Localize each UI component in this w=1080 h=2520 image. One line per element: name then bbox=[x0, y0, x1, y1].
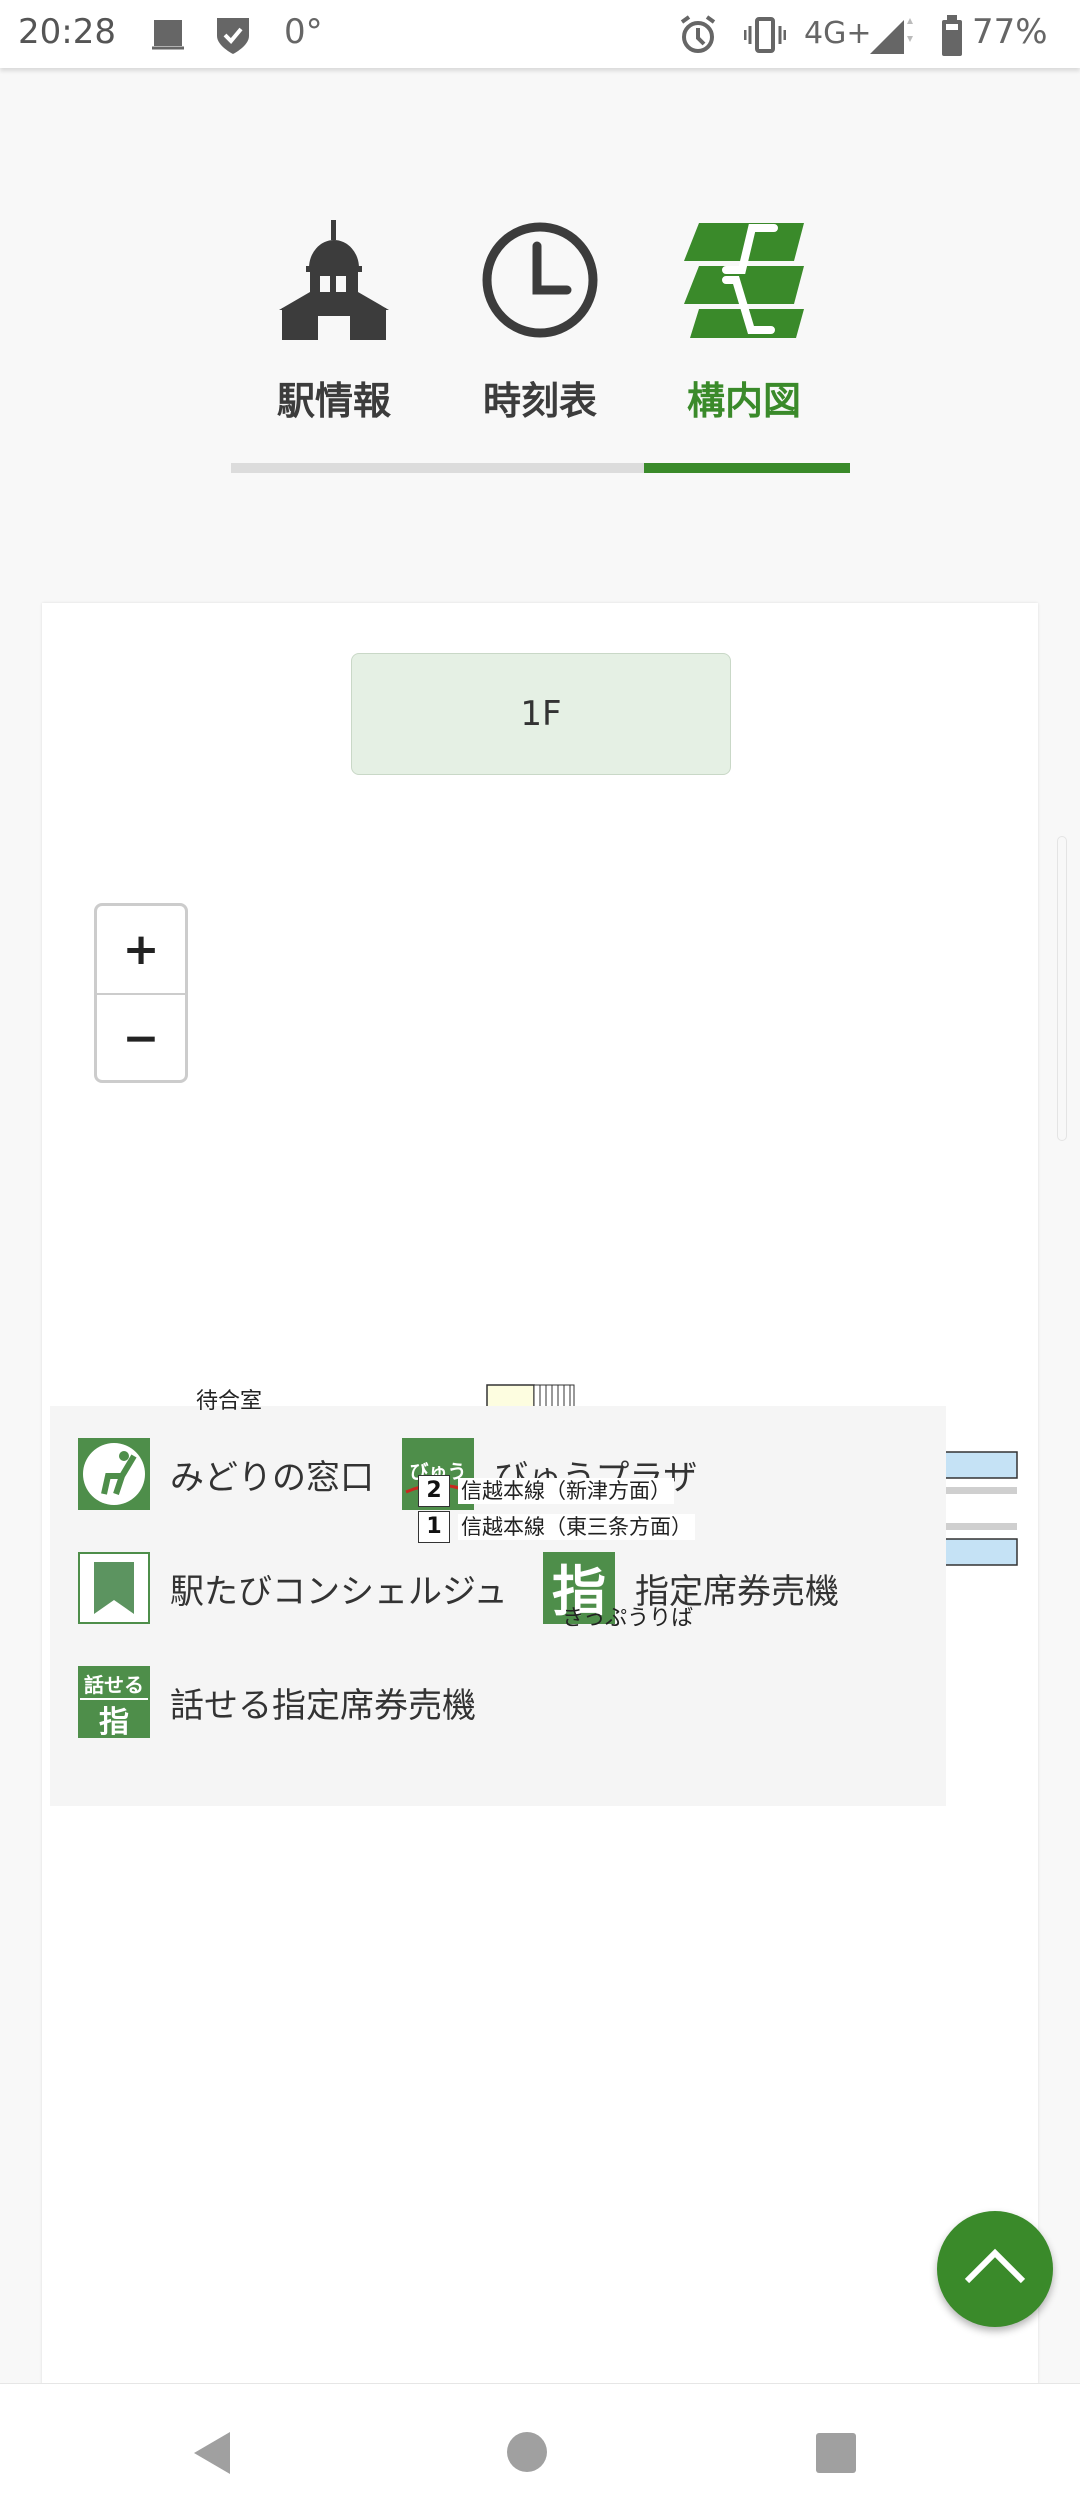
map-legend: みどりの窓口 びゅう びゅうプラザ 駅たびコンシェルジュ 指 指定席券売機 話せ… bbox=[50, 1406, 946, 1806]
waiting-room-label: 待合室 bbox=[196, 1389, 263, 1414]
ticket-office-label: きっぷうりば bbox=[562, 1606, 694, 1631]
track-2-label: 信越本線（新津方面） bbox=[458, 1478, 674, 1504]
zoom-out-button[interactable]: − bbox=[97, 993, 185, 1080]
floor-map-icon bbox=[684, 223, 804, 338]
alarm-icon bbox=[680, 15, 716, 53]
floor-selector-button[interactable]: 1F bbox=[351, 653, 731, 775]
tab-label: 構内図 bbox=[686, 379, 801, 423]
track-1-label: 信越本線（東三条方面） bbox=[458, 1514, 695, 1540]
android-nav-bar bbox=[0, 2383, 1080, 2520]
scroll-to-top-button[interactable] bbox=[937, 2211, 1053, 2327]
status-time: 20:28 bbox=[18, 12, 116, 52]
svg-text:指: 指 bbox=[99, 1705, 129, 1738]
tab-floor-map[interactable]: 構内図 bbox=[644, 220, 844, 425]
legend-item: 駅たびコンシェルジュ bbox=[78, 1552, 508, 1624]
shield-check-icon bbox=[217, 18, 249, 54]
scrollbar[interactable] bbox=[1057, 836, 1067, 1141]
reserved-ticket-machine-icon: 指 bbox=[543, 1552, 615, 1624]
tab-timetable[interactable]: 時刻表 bbox=[440, 220, 640, 425]
legend-item: 話せる指 話せる指定席券売機 bbox=[78, 1666, 476, 1738]
tab-label: 駅情報 bbox=[276, 379, 391, 423]
vibrate-icon bbox=[744, 17, 786, 53]
svg-text:話せる: 話せる bbox=[84, 1673, 144, 1697]
track-1-number: 1 bbox=[418, 1511, 450, 1543]
back-button[interactable] bbox=[190, 2430, 234, 2476]
legend-label: 指定席券売機 bbox=[635, 1571, 839, 1612]
midori-window-icon bbox=[78, 1438, 150, 1510]
recents-button[interactable] bbox=[815, 2432, 857, 2474]
station-building-icon bbox=[279, 220, 389, 340]
legend-label: 駅たびコンシェルジュ bbox=[170, 1571, 508, 1612]
status-bar: 20:28 0° 4G+ 77% bbox=[0, 0, 1080, 68]
tab-station-info[interactable]: 駅情報 bbox=[234, 220, 434, 425]
kindle-icon bbox=[152, 20, 184, 50]
zoom-in-button[interactable]: + bbox=[122, 924, 160, 975]
active-tab-indicator bbox=[644, 463, 850, 473]
legend-item: みどりの窓口 bbox=[78, 1438, 374, 1510]
svg-text:指: 指 bbox=[552, 1560, 606, 1623]
status-battery: 77% bbox=[972, 12, 1048, 52]
clock-icon bbox=[482, 222, 598, 338]
talking-ticket-machine-icon: 話せる指 bbox=[78, 1666, 150, 1738]
tab-label: 時刻表 bbox=[482, 379, 597, 423]
legend-label: みどりの窓口 bbox=[170, 1457, 374, 1498]
chevron-up-icon bbox=[964, 2248, 1026, 2284]
status-network: 4G+ bbox=[804, 16, 872, 51]
track-2-number: 2 bbox=[418, 1475, 450, 1507]
battery-icon bbox=[942, 15, 962, 56]
legend-item: 指 指定席券売機 bbox=[543, 1552, 839, 1624]
status-temperature: 0° bbox=[284, 12, 323, 52]
map-zoom-control: + − bbox=[94, 903, 188, 1083]
tab-indicator bbox=[231, 463, 850, 473]
signal-icon bbox=[870, 18, 913, 54]
concierge-bookmark-icon bbox=[78, 1552, 150, 1624]
legend-label: 話せる指定席券売機 bbox=[170, 1685, 476, 1726]
home-button[interactable] bbox=[505, 2430, 549, 2474]
